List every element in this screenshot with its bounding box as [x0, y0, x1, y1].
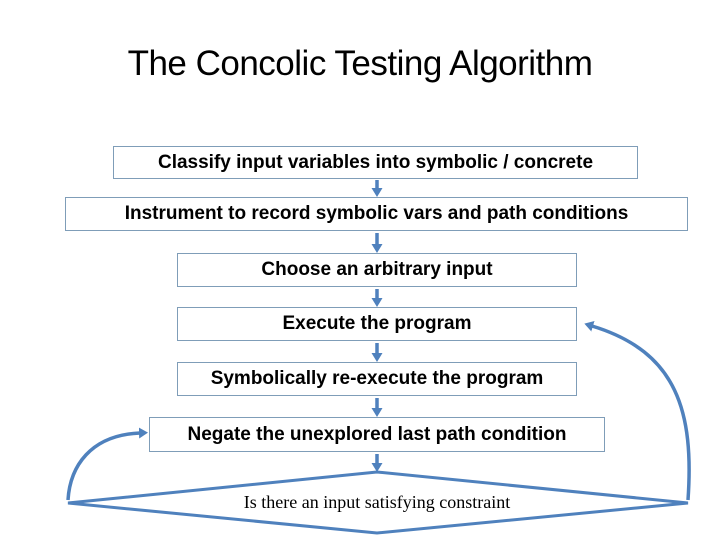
step-box-choose-input: Choose an arbitrary input — [177, 253, 577, 287]
step-label-choose-input: Choose an arbitrary input — [261, 259, 493, 280]
step-box-classify: Classify input variables into symbolic /… — [113, 146, 638, 179]
loop-arrow-decision-to-execute — [584, 321, 691, 501]
step-box-instrument: Instrument to record symbolic vars and p… — [65, 197, 688, 231]
slide-title: The Concolic Testing Algorithm — [127, 44, 593, 83]
step-box-execute: Execute the program — [177, 307, 577, 341]
step-label-negate: Negate the unexplored last path conditio… — [187, 423, 567, 445]
loop-arrow-decision-to-negate — [66, 427, 148, 501]
decision-diamond — [67, 470, 689, 535]
step-label-execute: Execute the program — [282, 313, 472, 334]
step-label-symbolic-reexecute: Symbolically re-execute the program — [210, 368, 544, 389]
step-label-classify: Classify input variables into symbolic /… — [157, 151, 594, 173]
step-box-negate: Negate the unexplored last path conditio… — [149, 417, 605, 452]
step-box-symbolic-reexecute: Symbolically re-execute the program — [177, 362, 577, 396]
step-label-instrument: Instrument to record symbolic vars and p… — [124, 203, 629, 224]
decision-label: Is there an input satisfying constraint — [243, 492, 511, 512]
